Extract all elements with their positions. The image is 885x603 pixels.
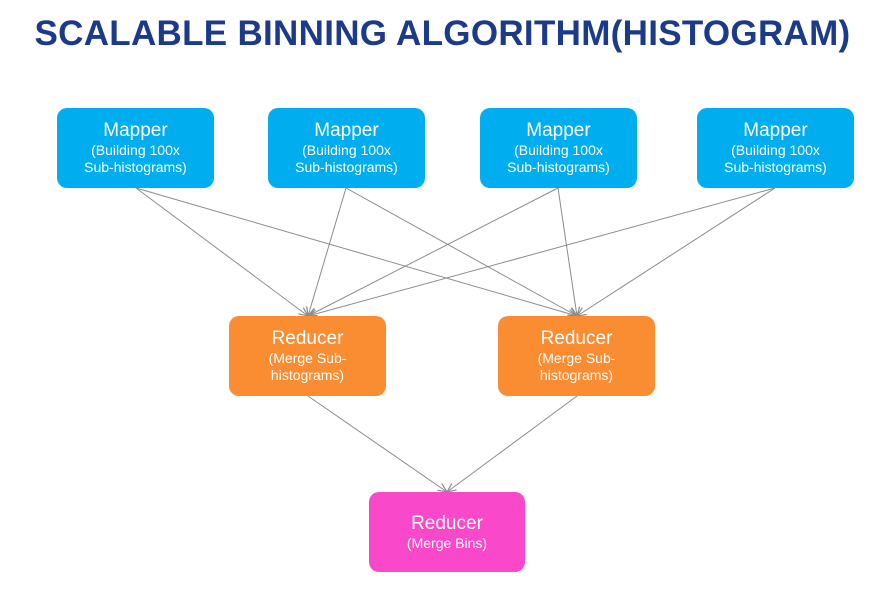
mapper-detail-line-1: (Building 100x (302, 142, 391, 158)
edge-mapper-4-to-reducer-1 (308, 187, 776, 316)
mapper-detail-line-2: Sub-histograms) (84, 159, 187, 175)
mapper-detail-line-2: Sub-histograms) (724, 159, 827, 175)
edge-reducer-2-to-final (447, 395, 578, 492)
reducer-label: Reducer (271, 328, 344, 349)
reducer-detail-line-2: histograms) (270, 367, 345, 383)
reducer-detail-line-2: histograms) (539, 367, 614, 383)
page-title: SCALABLE BINNING ALGORITHM(HISTOGRAM) (34, 14, 851, 53)
mapper-detail-line-2: Sub-histograms) (295, 159, 398, 175)
mapper-label: Mapper (314, 120, 379, 141)
mapper-label: Mapper (743, 120, 808, 141)
edge-mapper-2-to-reducer-1 (308, 187, 347, 316)
final-reducer-node: Reducer (Merge Bins) (369, 492, 525, 572)
mapper-node-4: Mapper (Building 100x Sub-histograms) (697, 108, 854, 188)
reducer-label: Reducer (540, 328, 613, 349)
mapper-detail-line-1: (Building 100x (514, 142, 603, 158)
mapper-detail-line-1: (Building 100x (731, 142, 820, 158)
reducer-detail-line-1: (Merge Sub- (537, 350, 616, 366)
reducer-detail-line-1: (Merge Sub- (268, 350, 347, 366)
reducer-node-1: Reducer (Merge Sub- histograms) (229, 316, 386, 396)
final-reducer-detail: (Merge Bins) (406, 534, 488, 551)
edge-mapper-3-to-reducer-2 (557, 187, 577, 316)
final-reducer-label: Reducer (411, 512, 483, 534)
mapper-label: Mapper (526, 120, 591, 141)
edge-mapper-4-to-reducer-2 (577, 187, 776, 316)
mapper-detail-line-1: (Building 100x (91, 142, 180, 158)
edge-mapper-1-to-reducer-1 (135, 187, 308, 316)
mapper-node-3: Mapper (Building 100x Sub-histograms) (480, 108, 637, 188)
reducer-node-2: Reducer (Merge Sub- histograms) (498, 316, 655, 396)
mapper-detail-line-2: Sub-histograms) (507, 159, 610, 175)
edge-reducer-1-to-final (307, 395, 447, 492)
mapper-node-2: Mapper (Building 100x Sub-histograms) (268, 108, 425, 188)
mapper-label: Mapper (103, 120, 168, 141)
edge-mapper-2-to-reducer-2 (345, 187, 577, 316)
edge-mapper-3-to-reducer-1 (308, 187, 559, 316)
mapper-node-1: Mapper (Building 100x Sub-histograms) (57, 108, 214, 188)
edge-mapper-1-to-reducer-2 (135, 187, 577, 316)
